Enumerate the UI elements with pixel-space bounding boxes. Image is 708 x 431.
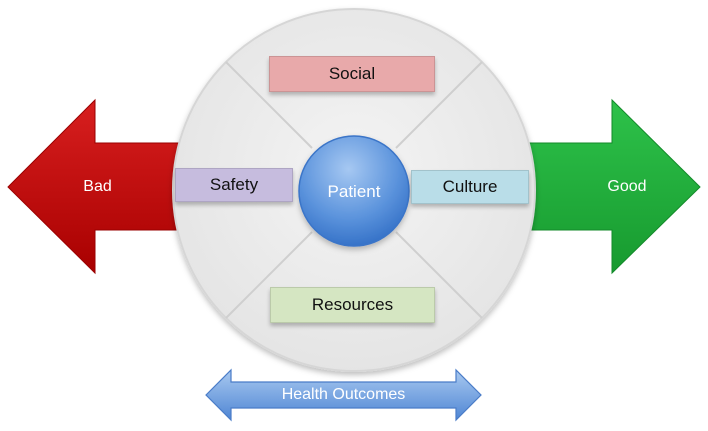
resources-box: Resources: [270, 287, 435, 323]
safety-box: Safety: [175, 168, 293, 202]
social-box: Social: [269, 56, 435, 92]
health-outcomes-arrow: [205, 368, 482, 422]
good-label: Good: [607, 178, 647, 195]
health-outcomes-label: Health Outcomes: [281, 386, 406, 403]
patient-circle: [298, 135, 410, 247]
patient-label: Patient: [327, 182, 381, 201]
bad-label: Bad: [83, 178, 112, 195]
divider-top-left: [225, 61, 313, 149]
divider-bottom-left: [225, 231, 313, 319]
divider-bottom-right: [395, 231, 483, 319]
divider-top-right: [395, 61, 483, 149]
culture-box: Culture: [411, 170, 529, 204]
